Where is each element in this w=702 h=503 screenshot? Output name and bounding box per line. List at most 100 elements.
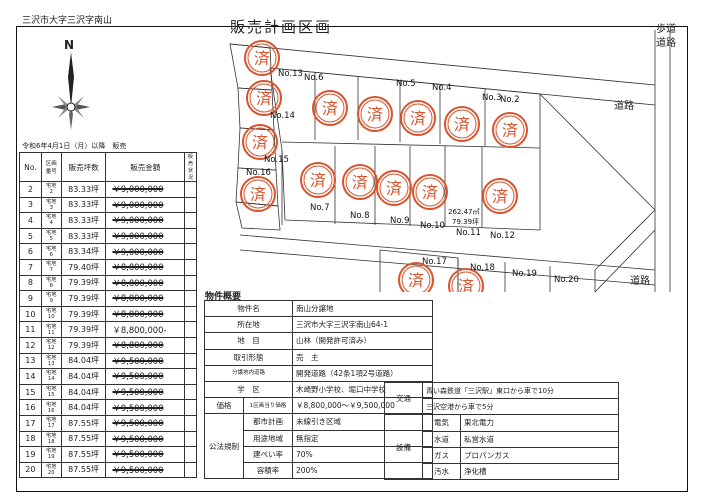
- svg-text:済: 済: [422, 183, 438, 202]
- lot-label: No.6: [304, 73, 324, 83]
- lot-label: No.10: [420, 221, 445, 231]
- lot-number: 10: [19, 305, 42, 323]
- svg-text:済: 済: [322, 99, 338, 118]
- lot-area: 83.33坪: [60, 227, 107, 245]
- lot-number: 11: [19, 321, 42, 338]
- lot-number: 2: [19, 181, 42, 198]
- sidewalk-label-2: 道路: [656, 38, 676, 49]
- sold-stamp-icon: 済: [357, 96, 393, 132]
- col-no: No.: [19, 152, 42, 182]
- lot-price: ￥9,500,000: [105, 414, 185, 432]
- lot-price: ￥8,800,000: [105, 274, 185, 292]
- price-table-header: No. 区画番号 販売坪数 販売金額 販売状況: [19, 152, 197, 182]
- lot-number: 18: [19, 430, 42, 448]
- lot-type: 宅地 10: [40, 305, 62, 323]
- overview-label: 所在地: [204, 316, 293, 334]
- svg-text:済: 済: [250, 185, 266, 204]
- overview-value: 三沢市大字三沢字南山64-1: [292, 316, 433, 334]
- overview-label: 価格: [204, 397, 244, 415]
- lot-label: No.2: [500, 95, 520, 105]
- transit-line-1: 青い森鉄道「三沢駅」東口から車で10分: [422, 381, 619, 400]
- lot-price: ￥9,500,000: [105, 461, 185, 479]
- svg-text:済: 済: [454, 115, 470, 134]
- lot-area: 79.39坪: [60, 305, 107, 323]
- lot-status: [184, 181, 197, 198]
- svg-text:済: 済: [310, 171, 326, 190]
- facility-label: 汚水: [422, 462, 461, 481]
- lot-status: [184, 414, 197, 432]
- lot-area: 84.04坪: [60, 399, 107, 416]
- lot-label: No.7: [310, 203, 330, 213]
- sold-stamp-icon: 済: [400, 100, 436, 136]
- sold-stamp-icon: 済: [242, 124, 278, 160]
- lot-area: 83.33坪: [60, 212, 107, 229]
- sold-stamp-icon: 済: [246, 80, 282, 116]
- sold-stamp-icon: 済: [244, 40, 280, 76]
- lot-number: 8: [19, 274, 42, 292]
- lot-status: [184, 196, 197, 214]
- lot-area: 83.33坪: [60, 181, 107, 198]
- lot-label: No.19: [512, 269, 537, 279]
- sold-stamp-icon: 済: [448, 268, 484, 292]
- lot-status: [184, 446, 197, 463]
- lot-label: No.17: [422, 257, 447, 267]
- facilities-label: 設備: [384, 414, 423, 481]
- col-type: 区画番号: [40, 152, 62, 182]
- lot-price: ￥9,000,000: [105, 212, 185, 229]
- facility-row: 設備 電気 東北電力: [384, 414, 619, 481]
- overview-value: 売 主: [292, 348, 433, 366]
- lot-number: 9: [19, 290, 42, 307]
- sold-stamp-icon: 済: [492, 112, 528, 148]
- lot-area: 83.33坪: [60, 196, 107, 214]
- lot-type: 宅地 11: [40, 321, 62, 338]
- lot-number: 7: [19, 258, 42, 276]
- regulation-item-label: 容積率: [243, 461, 293, 480]
- lot-type: 宅地 12: [40, 336, 62, 354]
- lot-type: 宅地 17: [40, 414, 62, 432]
- lot-area: 87.55坪: [60, 446, 107, 463]
- overview-row: 分譲地内道路 開発道路（42条1項2号道路）: [204, 364, 433, 382]
- lot-status: [184, 399, 197, 416]
- lot-label: No.8: [350, 211, 370, 221]
- facility-label: 電気: [422, 414, 461, 432]
- lot-area: 84.04坪: [60, 383, 107, 401]
- lot-label: No.3: [482, 93, 502, 103]
- unsold-lot-area: 262.47㎡: [448, 208, 480, 216]
- lot-status: [184, 336, 197, 354]
- sale-date-note: 令和6年4月1日（月）以降 販売: [22, 142, 127, 150]
- lot-price: ￥9,500,000: [105, 399, 185, 416]
- lot-price: ￥9,000,000: [105, 227, 185, 245]
- svg-text:済: 済: [252, 133, 268, 152]
- lot-label: No.11: [456, 228, 481, 238]
- lot-price: ￥9,500,000: [105, 446, 185, 463]
- svg-text:済: 済: [367, 105, 383, 124]
- lot-number: 20: [19, 461, 42, 479]
- lot-price: ￥9,500,000: [105, 383, 185, 401]
- lot-type: 宅地 15: [40, 383, 62, 401]
- lot-number: 3: [19, 196, 42, 214]
- lot-number: 15: [19, 383, 42, 401]
- lot-status: [184, 368, 197, 385]
- overview-value: 山林（開発許可済み）: [292, 332, 433, 350]
- lot-status: [184, 274, 197, 292]
- facility-row: 汚水 浄化槽: [385, 462, 619, 481]
- facility-value: プロパンガス: [460, 446, 619, 464]
- sold-stamp-icon: 済: [398, 262, 434, 292]
- lot-type: 宅地 8: [40, 274, 62, 292]
- sold-stamp-icon: 済: [300, 162, 336, 198]
- lot-area: 84.04坪: [60, 352, 107, 370]
- sold-stamp-icon: 済: [240, 176, 276, 212]
- lot-number: 12: [19, 336, 42, 354]
- lot-status: [184, 227, 197, 245]
- lot-type: 宅地 20: [40, 461, 62, 479]
